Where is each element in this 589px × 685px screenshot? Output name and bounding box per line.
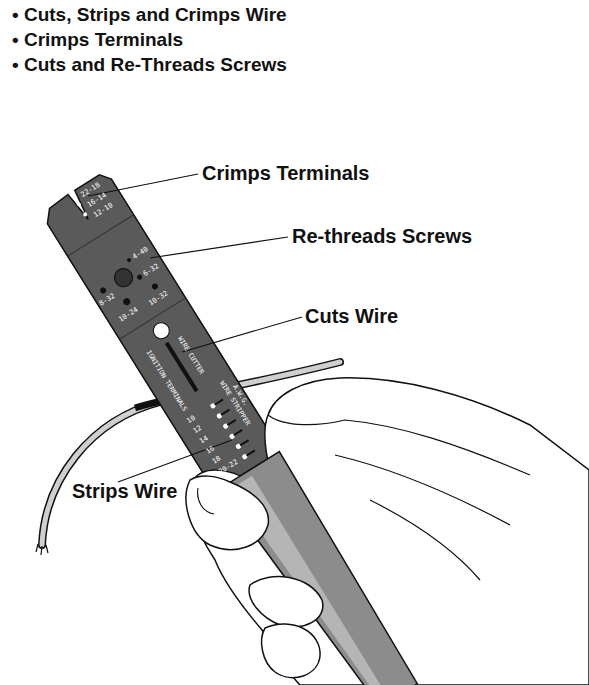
leader-lines bbox=[88, 174, 302, 482]
callout-label: Cuts Wire bbox=[305, 305, 398, 328]
thread-marking: 6-32 bbox=[142, 262, 161, 278]
gauge-marking: 14 bbox=[198, 434, 209, 445]
gauge-marking: 18 bbox=[211, 455, 222, 466]
callout-label: Re-threads Screws bbox=[292, 225, 472, 248]
thread-marking: 8-32 bbox=[98, 292, 117, 308]
callout-label: Crimps Terminals bbox=[202, 162, 369, 185]
callout-label: Strips Wire bbox=[72, 480, 177, 503]
tool-marking: WIRE CUTTER bbox=[176, 335, 206, 376]
fingers bbox=[186, 476, 323, 678]
tool-text-layer: 22-1816-1412-104-406-328-3210-2410-32IGN… bbox=[40, 171, 281, 492]
feature-bullet: • Cuts, Strips and Crimps Wire bbox=[12, 4, 287, 26]
thread-marking: 10-24 bbox=[117, 306, 139, 324]
tool-handle bbox=[220, 452, 422, 685]
tool-head bbox=[40, 171, 281, 492]
thread-marking: 10-32 bbox=[147, 289, 169, 307]
gauge-marking: 10 bbox=[185, 414, 196, 425]
gauge-marking: 12 bbox=[192, 424, 203, 435]
gauge-marking: 16 bbox=[204, 444, 215, 455]
thread-marking: 4-40 bbox=[131, 245, 150, 261]
feature-bullet: • Cuts and Re-Threads Screws bbox=[12, 54, 287, 76]
feature-bullet: • Crimps Terminals bbox=[12, 29, 183, 51]
